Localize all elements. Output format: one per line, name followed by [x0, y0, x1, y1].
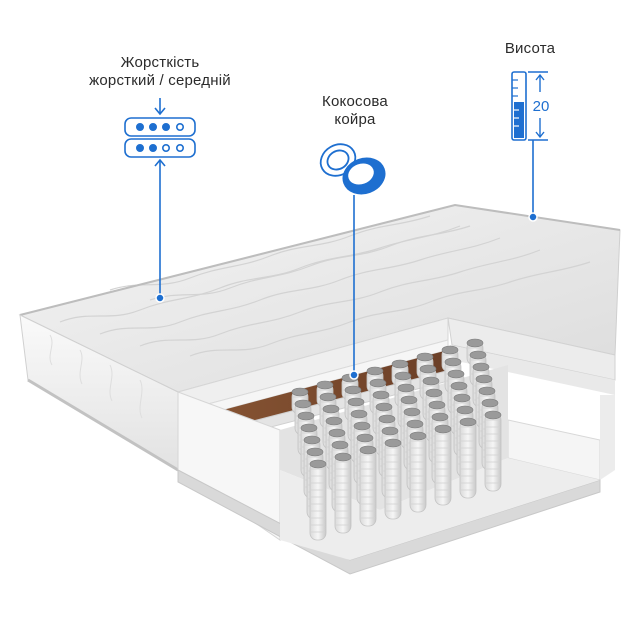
height-title: Висота — [504, 40, 556, 57]
spring-pocket — [309, 459, 327, 541]
spring-pocket — [434, 424, 452, 506]
spring-pocket — [459, 417, 477, 499]
firmness-scale-icon — [124, 98, 196, 167]
coconut-title-line2: койра — [334, 111, 376, 128]
firmness-title: Жорсткість — [120, 54, 200, 71]
spring-pocket — [359, 445, 377, 527]
height-value: 20 — [533, 98, 550, 115]
callout-lines — [155, 140, 538, 380]
firmness-subtitle: жорсткий / середній — [89, 72, 231, 89]
height-ruler-icon: 20 — [511, 71, 550, 141]
pocket-springs — [291, 338, 502, 541]
coconut-pointer-dot — [349, 370, 359, 380]
spring-pocket — [409, 431, 427, 513]
spring-pocket — [484, 410, 502, 492]
coconut-icon — [319, 143, 386, 195]
spring-pocket — [384, 438, 402, 520]
firmness-pointer-dot — [155, 293, 165, 303]
spring-pocket — [334, 452, 352, 534]
coconut-title-line1: Кокосова — [322, 93, 388, 110]
height-pointer-dot — [528, 212, 538, 222]
